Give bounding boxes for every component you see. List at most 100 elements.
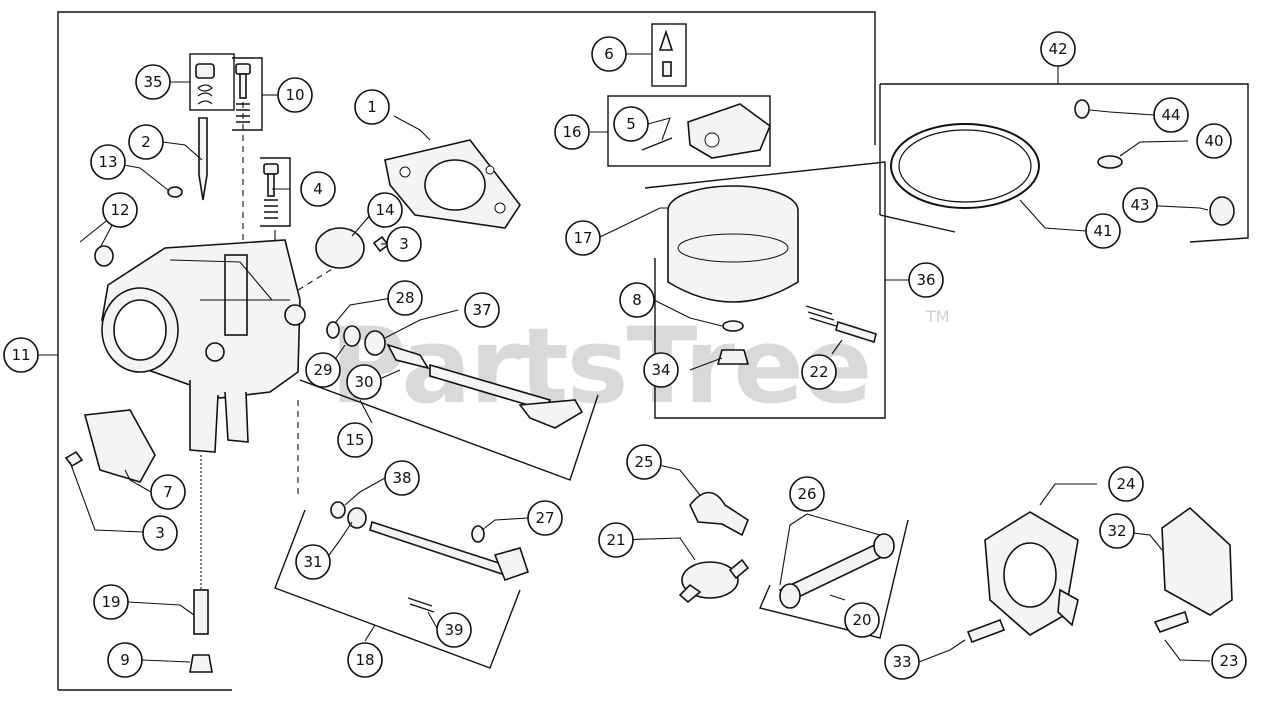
part-44-washer: [1074, 99, 1090, 119]
callout-2: 2: [128, 124, 164, 160]
svg-text:28: 28: [395, 289, 414, 307]
callout-11: 11: [3, 337, 39, 373]
part-15-throttle-shaft: [429, 363, 584, 429]
part-12-plug: [94, 245, 114, 267]
svg-text:1: 1: [367, 98, 377, 116]
svg-text:5: 5: [626, 115, 636, 133]
svg-text:38: 38: [392, 469, 411, 487]
callout-13: 13: [90, 144, 126, 180]
callout-30: 30: [346, 364, 382, 400]
frame-6: [651, 23, 687, 87]
callout-22: 22: [801, 354, 837, 390]
watermark-text: PartsTree: [330, 305, 870, 427]
part-21-fuel-filter: [678, 558, 750, 604]
callout-3: 3: [386, 226, 422, 262]
callout-16: 16: [554, 114, 590, 150]
part-40-washer: [1097, 155, 1123, 169]
svg-text:34: 34: [651, 361, 670, 379]
callout-21: 21: [598, 522, 634, 558]
svg-text:13: 13: [98, 153, 117, 171]
callouts: 1 2 3 3 4 5 6 7 8 9 10 11 12 13 14 15 16…: [3, 31, 1247, 680]
svg-text:17: 17: [573, 229, 592, 247]
part-38-washer: [330, 501, 346, 519]
part-14-plate: [315, 227, 365, 269]
bracket-35: [189, 53, 235, 111]
callout-27: 27: [527, 500, 563, 536]
frame-42: [880, 83, 1249, 243]
part-25-clamp: [689, 491, 749, 537]
svg-text:3: 3: [155, 524, 165, 542]
part-6-needle: [658, 29, 674, 51]
part-3-screw-lower: [64, 450, 84, 468]
part-9-nut: [189, 654, 213, 673]
part-39-spring: [407, 597, 435, 613]
callout-39: 39: [436, 612, 472, 648]
callout-40: 40: [1196, 123, 1232, 159]
svg-text:27: 27: [535, 509, 554, 527]
svg-text:12: 12: [110, 201, 129, 219]
part-27-clip: [471, 525, 485, 543]
svg-text:18: 18: [355, 651, 374, 669]
part-17-float-bowl: [667, 185, 799, 303]
svg-text:10: 10: [285, 86, 304, 104]
callout-1: 1: [354, 89, 390, 125]
part-30-bushing: [386, 343, 430, 370]
callout-23: 23: [1211, 643, 1247, 679]
part-6-clip: [662, 61, 672, 77]
part-23-screw: [1153, 610, 1189, 633]
part-7-choke-plate: [83, 409, 156, 483]
callout-15: 15: [337, 422, 373, 458]
part-29-seal: [343, 325, 361, 347]
svg-text:41: 41: [1093, 222, 1112, 240]
callout-37: 37: [464, 292, 500, 328]
callout-34: 34: [643, 352, 679, 388]
svg-text:35: 35: [143, 73, 162, 91]
part-5-pin: [641, 137, 673, 151]
group-20-bracket: [759, 519, 909, 639]
part-1-gasket: [384, 139, 521, 229]
svg-text:4: 4: [313, 180, 323, 198]
callout-8: 8: [619, 282, 655, 318]
callout-43: 43: [1122, 187, 1158, 223]
callout-25: 25: [626, 444, 662, 480]
part-2-needle: [198, 117, 208, 201]
svg-text:43: 43: [1130, 196, 1149, 214]
callout-31: 31: [295, 544, 331, 580]
svg-text:23: 23: [1219, 652, 1238, 670]
svg-text:8: 8: [632, 291, 642, 309]
svg-text:25: 25: [634, 453, 653, 471]
callout-5: 5: [613, 106, 649, 142]
svg-text:7: 7: [163, 483, 173, 501]
callout-9: 9: [107, 642, 143, 678]
svg-text:11: 11: [11, 346, 30, 364]
part-33-screw: [966, 618, 1006, 644]
part-22-drain-screw: [805, 305, 877, 344]
leader-lines: [38, 53, 1211, 663]
part-31-seal: [347, 507, 367, 529]
callout-42: 42: [1040, 31, 1076, 67]
svg-text:39: 39: [444, 621, 463, 639]
part-13-washer: [167, 186, 183, 198]
callout-3: 3: [142, 515, 178, 551]
group-15-lines: [299, 379, 599, 481]
watermark-trademark: TM: [925, 307, 950, 326]
parts: [64, 29, 1235, 673]
part-16-float: [687, 103, 771, 159]
svg-text:29: 29: [313, 361, 332, 379]
part-24-fuel-pump: [984, 511, 1079, 636]
callout-4: 4: [300, 171, 336, 207]
part-8-washer: [722, 320, 744, 332]
carburetor-body: [101, 239, 306, 453]
part-35-screw: [195, 63, 215, 105]
part-43-seal: [1209, 196, 1235, 226]
callout-41: 41: [1085, 213, 1121, 249]
callout-20: 20: [844, 602, 880, 638]
callout-38: 38: [384, 460, 420, 496]
callout-24: 24: [1108, 466, 1144, 502]
svg-text:6: 6: [604, 45, 614, 63]
callout-7: 7: [150, 474, 186, 510]
part-32-bracket: [1161, 506, 1233, 616]
part-41-bowl-gasket: [890, 123, 1040, 209]
callout-14: 14: [367, 192, 403, 228]
